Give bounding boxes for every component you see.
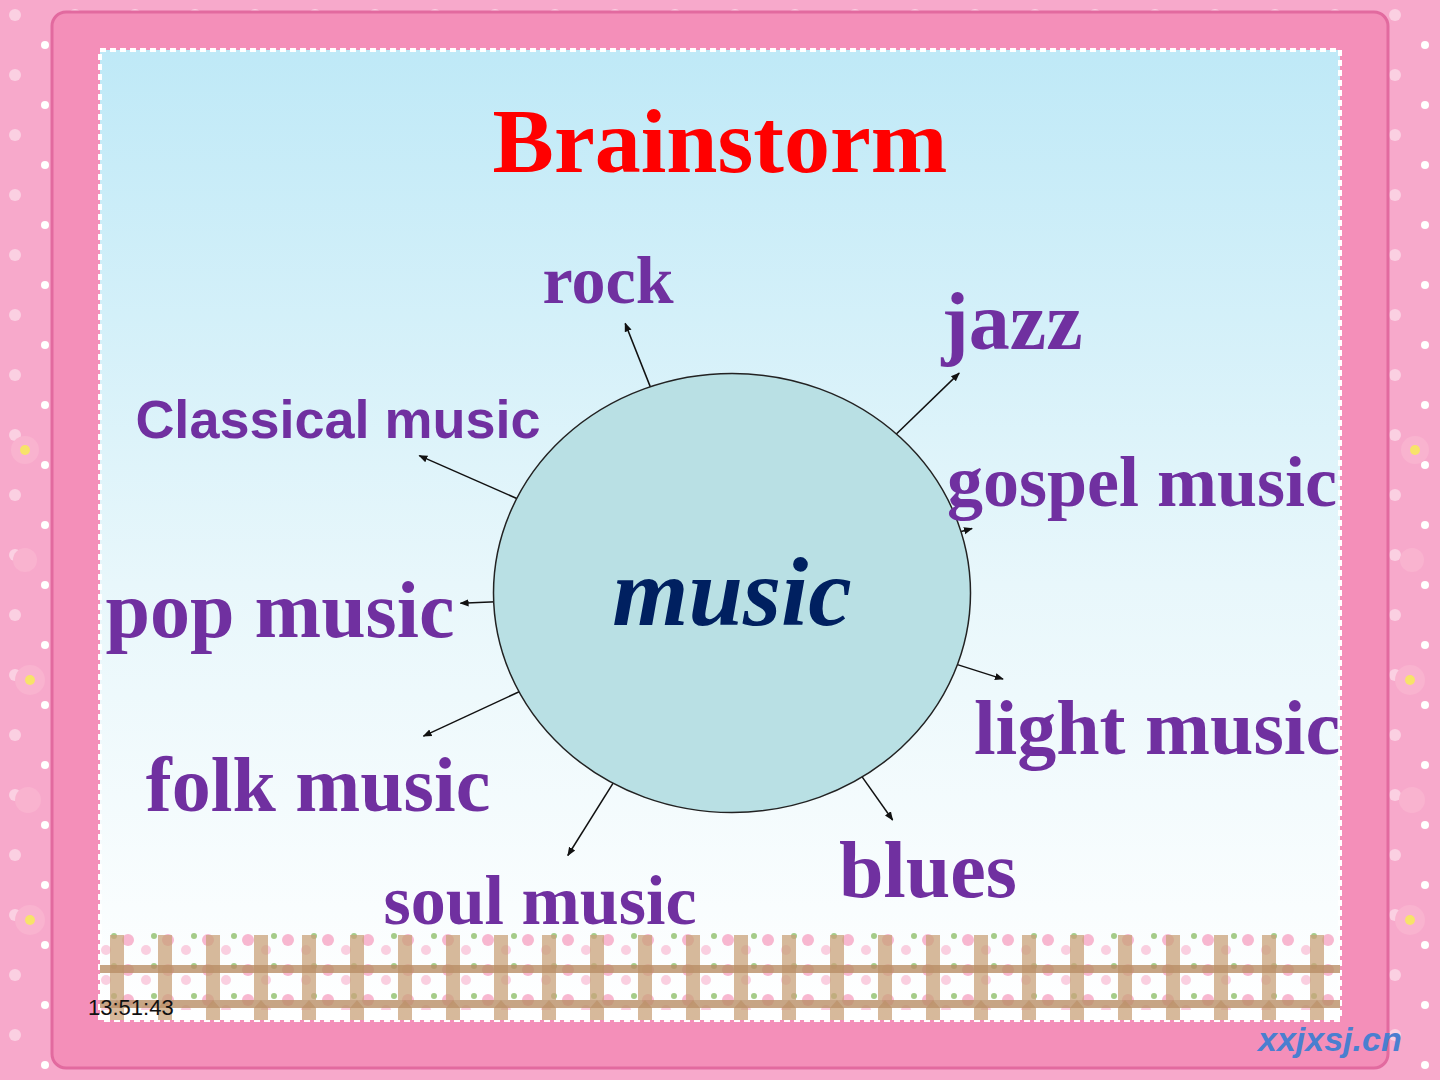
topic-node: rock	[543, 243, 674, 318]
genre-label: blues	[839, 826, 1017, 914]
topic-node: blues	[839, 826, 1017, 914]
genre-label: folk music	[146, 742, 491, 828]
center-label: music	[612, 539, 852, 647]
topic-node: jazz	[941, 277, 1082, 367]
center-circle: music	[492, 372, 972, 814]
timestamp: 13:51:43	[88, 995, 174, 1021]
arrow-connector	[625, 323, 651, 389]
topic-node: folk music	[146, 742, 491, 828]
arrow-connector	[568, 781, 615, 855]
arrow-connector	[423, 691, 521, 736]
arrow-connector	[861, 775, 893, 820]
slide-title: Brainstorm	[493, 91, 948, 192]
topic-node: Classical music	[135, 390, 540, 449]
arrow-connector	[955, 664, 1003, 679]
genre-label: light music	[974, 685, 1340, 771]
arrow-connector	[460, 602, 496, 603]
watermark: xxjxsj.cn	[1258, 1020, 1402, 1059]
circle-outline	[494, 374, 971, 813]
genre-label: pop music	[106, 566, 455, 654]
genre-label: soul music	[383, 862, 696, 939]
topic-node: light music	[974, 685, 1340, 771]
genre-label: rock	[543, 243, 674, 318]
arrow-connector	[419, 456, 519, 500]
arrow-connector	[895, 373, 960, 436]
topic-node: soul music	[383, 862, 696, 939]
genre-label: gospel music	[947, 443, 1337, 522]
genre-label: jazz	[941, 277, 1082, 367]
topic-node: pop music	[106, 566, 455, 654]
topic-node: gospel music	[947, 443, 1337, 522]
genre-label: Classical music	[135, 390, 540, 449]
